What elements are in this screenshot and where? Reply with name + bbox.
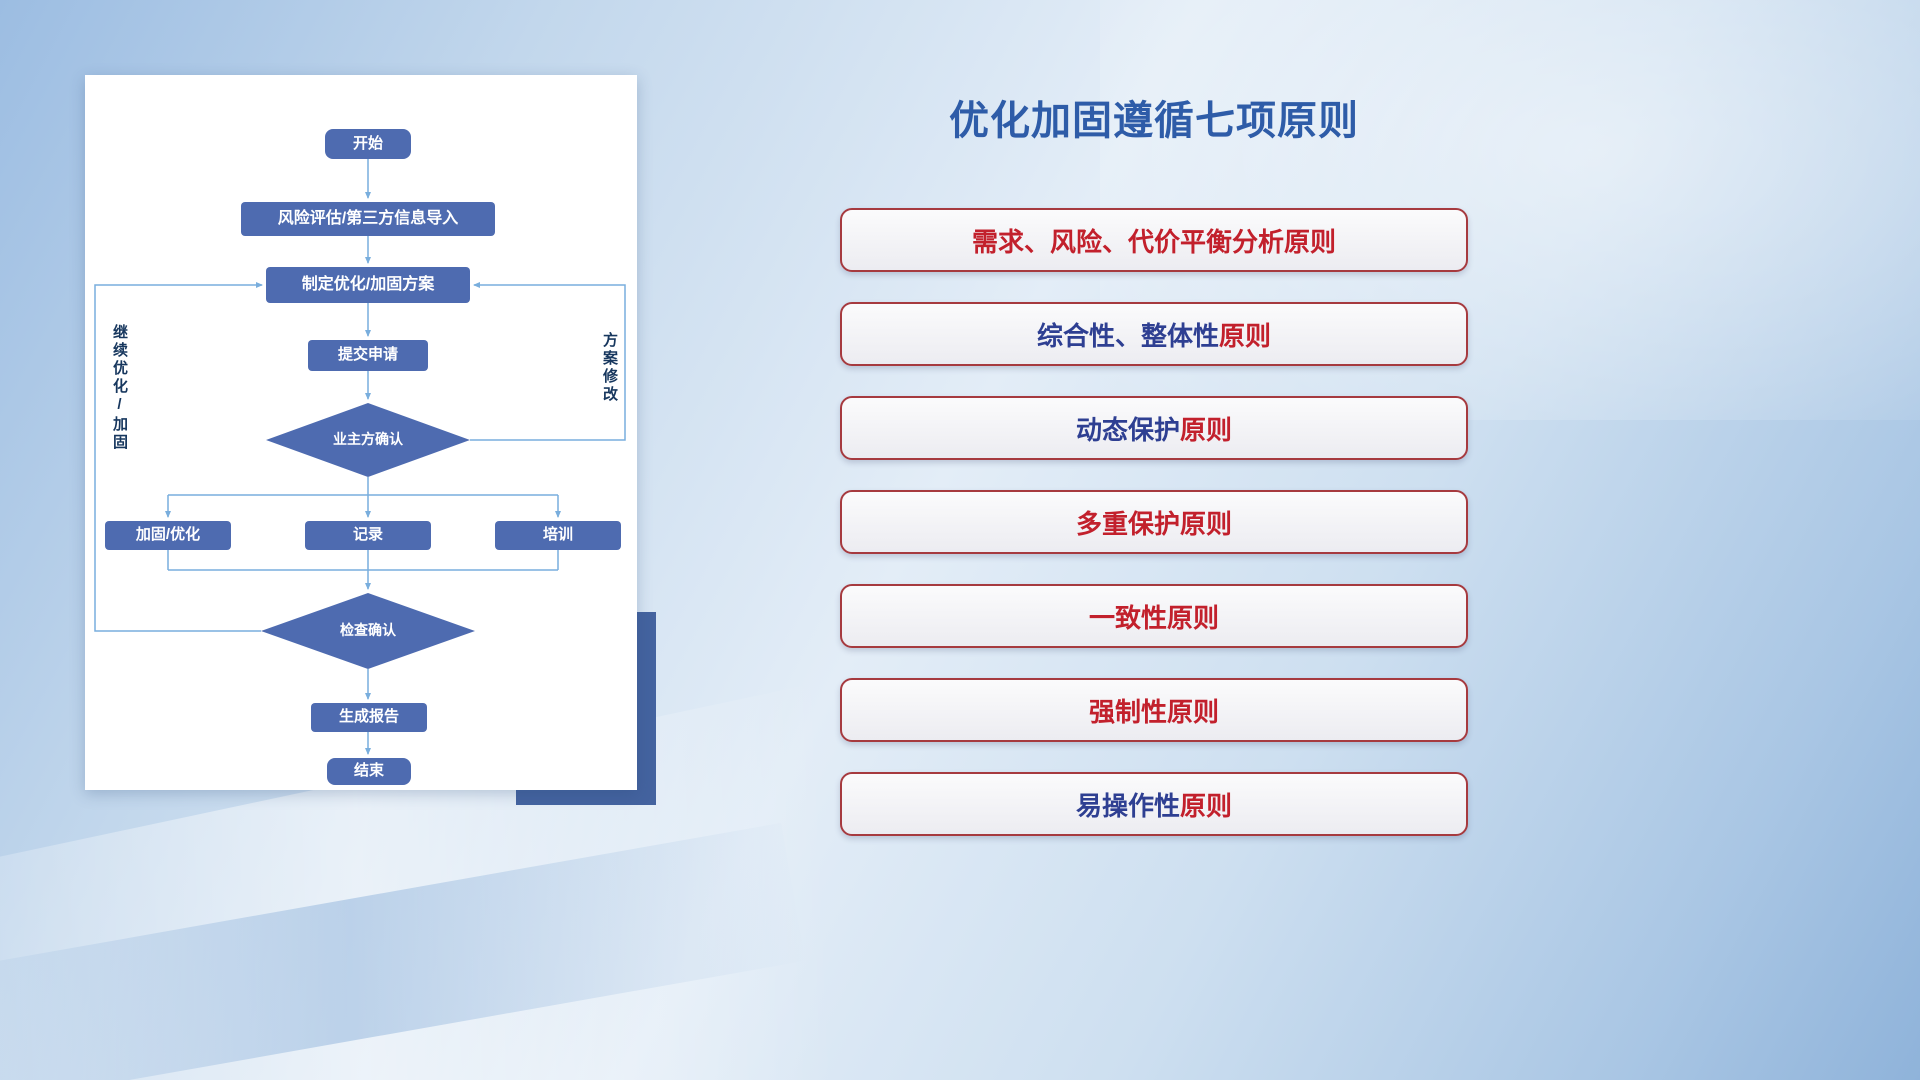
loop-label-continue-optimize: 继续优化/加固 (111, 324, 128, 452)
loop-label-plan-modify: 方案修改 (601, 332, 618, 404)
flow-node-generate-report: 生成报告 (311, 703, 427, 732)
principle-box: 一致性原则 (840, 584, 1468, 648)
flow-node-reinforce-optimize: 加固/优化 (105, 521, 231, 550)
principle-box: 易操作性原则 (840, 772, 1468, 836)
flow-node-risk-assessment: 风险评估/第三方信息导入 (241, 202, 495, 236)
flowchart-card: 开始 风险评估/第三方信息导入 制定优化/加固方案 提交申请 业主方确认 加固/… (85, 75, 637, 790)
principle-text-red: 原则 (1219, 320, 1272, 351)
flow-node-start: 开始 (325, 129, 411, 159)
principle-text-red: 多重保护原则 (1075, 508, 1232, 539)
principle-text-blue: 动态保护 (1075, 414, 1180, 445)
principle-text-red: 原则 (1180, 790, 1233, 821)
principle-text-red: 强制性原则 (1088, 696, 1219, 727)
principle-box: 综合性、整体性原则 (840, 302, 1468, 366)
principle-box: 强制性原则 (840, 678, 1468, 742)
principle-box: 动态保护原则 (840, 396, 1468, 460)
flow-node-training: 培训 (495, 521, 621, 550)
principle-box: 多重保护原则 (840, 490, 1468, 554)
principle-text-red: 原则 (1180, 414, 1233, 445)
principle-text-blue: 易操作性 (1075, 790, 1180, 821)
panel-title: 优化加固遵循七项原则 (949, 99, 1359, 143)
principle-text-red: 需求、风险、代价平衡分析原则 (971, 226, 1336, 257)
flowchart-connectors (94, 159, 626, 755)
principle-text-red: 一致性原则 (1088, 602, 1219, 633)
principles-list: 需求、风险、代价平衡分析原则 综合性、整体性原则 动态保护原则 多重保护原则 一… (840, 208, 1468, 836)
flow-node-submit-application: 提交申请 (308, 340, 428, 371)
flow-node-end: 结束 (327, 758, 411, 785)
flow-connector (94, 282, 263, 632)
flow-node-record: 记录 (305, 521, 431, 550)
flow-connector (168, 477, 558, 496)
flow-node-make-plan: 制定优化/加固方案 (266, 267, 470, 303)
principles-panel: 优化加固遵循七项原则 需求、风险、代价平衡分析原则 综合性、整体性原则 动态保护… (840, 88, 1468, 836)
flow-connector (167, 550, 559, 571)
principle-box: 需求、风险、代价平衡分析原则 (840, 208, 1468, 272)
flow-connector (470, 282, 626, 441)
principle-text-blue: 综合性、整体性 (1036, 320, 1219, 351)
